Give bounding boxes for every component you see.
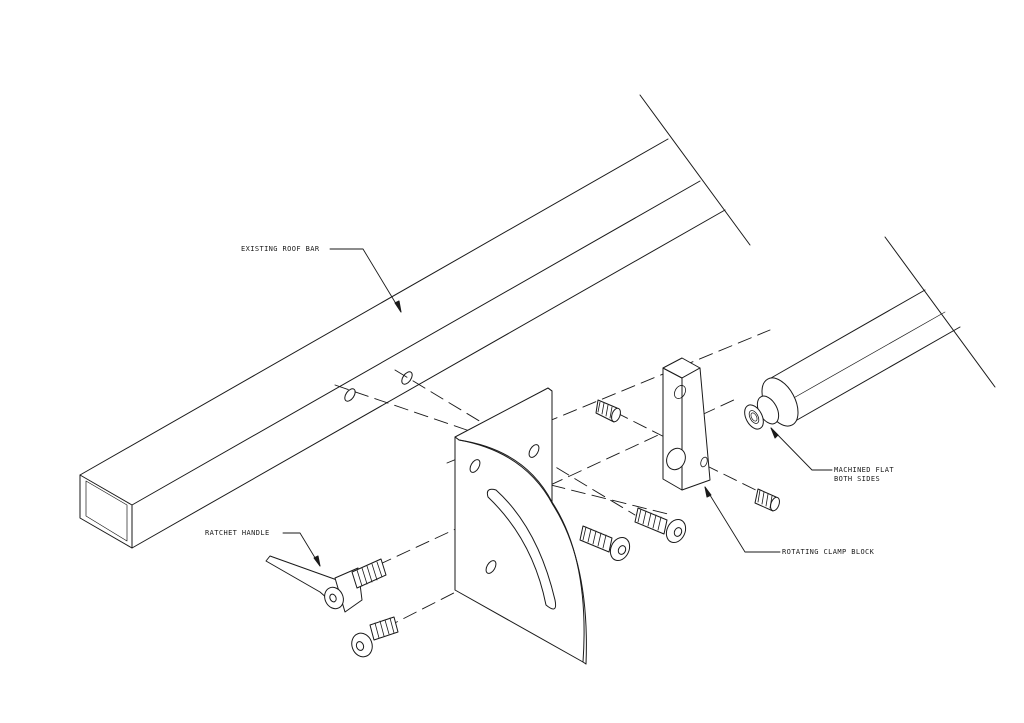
centerline-side-screw — [704, 464, 773, 499]
round-tube — [744, 236, 996, 430]
round-tube-bottom-edge — [789, 326, 961, 425]
leader-existing-roof-bar — [329, 248, 402, 313]
cap-screw-middle — [579, 525, 631, 562]
centerline-block-screw — [614, 411, 701, 456]
mounting-plate-face — [454, 436, 585, 663]
centerline-handle — [377, 397, 739, 566]
mounting-plate-top-edge — [547, 387, 553, 392]
machined-spigot-face — [744, 404, 764, 430]
arrowhead-ratchet-handle — [313, 555, 321, 567]
spigot-threaded-bore — [748, 410, 760, 424]
arrowhead-rotating-clamp-block — [704, 486, 712, 498]
ratchet-handle-hub-bore — [329, 593, 337, 603]
spigot-threaded-bore-inner — [750, 412, 758, 422]
roof-bar-top-front-edge — [131, 180, 701, 506]
ratchet-handle — [265, 555, 387, 613]
arrowhead-machined-flat — [770, 427, 779, 439]
cap-screw-middle-head — [609, 536, 631, 562]
roof-bar-hole-right — [401, 371, 413, 385]
roof-bar-top-back-edge — [79, 138, 669, 476]
callout-ratchet-handle: RATCHET HANDLE — [205, 529, 321, 567]
centerline-lower-bolt — [384, 571, 496, 629]
callout-machined-flat: MACHINED FLAT BOTH SIDES — [770, 427, 894, 483]
cap-screw-middle-socket — [617, 545, 627, 555]
label-rotating-clamp-block: ROTATING CLAMP BLOCK — [782, 548, 875, 556]
plate-hole-upper-right — [528, 444, 540, 458]
cap-screw-right-socket — [673, 527, 683, 537]
set-screw-upper-end — [611, 407, 621, 423]
rotating-clamp-block — [662, 357, 711, 491]
cap-screw-lower-socket — [355, 641, 365, 651]
set-screw-side-end — [770, 496, 780, 512]
roof-bar-end-face — [79, 474, 133, 549]
round-tube-break-line — [884, 236, 996, 388]
label-machined-flat-line2: BOTH SIDES — [834, 475, 880, 483]
round-tube-top-edge — [770, 289, 926, 379]
set-screw-side — [754, 488, 780, 512]
label-existing-roof-bar: EXISTING ROOF BAR — [241, 245, 320, 253]
arrowhead-existing-roof-bar — [394, 300, 402, 313]
cap-screw-lower — [351, 616, 399, 658]
round-tube-center-line — [782, 311, 946, 405]
leader-rotating-clamp-block — [704, 486, 781, 553]
ratchet-handle-hub-face — [324, 586, 344, 610]
cap-screw-lower-head — [351, 632, 373, 658]
roof-bar-hole-left — [344, 388, 356, 402]
leader-ratchet-handle — [282, 532, 321, 567]
clamp-block-pivot-bore — [666, 447, 686, 471]
clamp-block-top-tapped-hole — [674, 385, 686, 399]
mounting-plate-curved-edge — [458, 439, 587, 665]
mounting-plate-arc-slot — [486, 488, 557, 610]
plate-hole-upper-left — [469, 459, 481, 473]
cap-screw-right — [634, 507, 687, 544]
set-screw-upper — [595, 399, 621, 423]
roof-bar-break-line — [639, 94, 751, 246]
label-machined-flat-line1: MACHINED FLAT — [834, 466, 894, 474]
leader-machined-flat — [770, 427, 833, 471]
roof-bar-bottom-edge — [131, 209, 726, 549]
clamp-block-side-face — [681, 367, 711, 491]
mounting-plate-bottom-edge — [582, 661, 587, 665]
callout-existing-roof-bar: EXISTING ROOF BAR — [241, 245, 402, 313]
callout-rotating-clamp-block: ROTATING CLAMP BLOCK — [704, 486, 875, 556]
mounting-plate — [454, 387, 587, 665]
cap-screw-right-head — [665, 518, 687, 544]
roof-bar-inner-opening — [85, 480, 128, 542]
clamp-block-side-tapped-hole — [700, 456, 708, 468]
label-ratchet-handle: RATCHET HANDLE — [205, 529, 270, 537]
centerline-plate-to-tube — [446, 329, 771, 464]
plate-hole-lower — [485, 560, 497, 574]
existing-roof-bar — [79, 94, 751, 549]
